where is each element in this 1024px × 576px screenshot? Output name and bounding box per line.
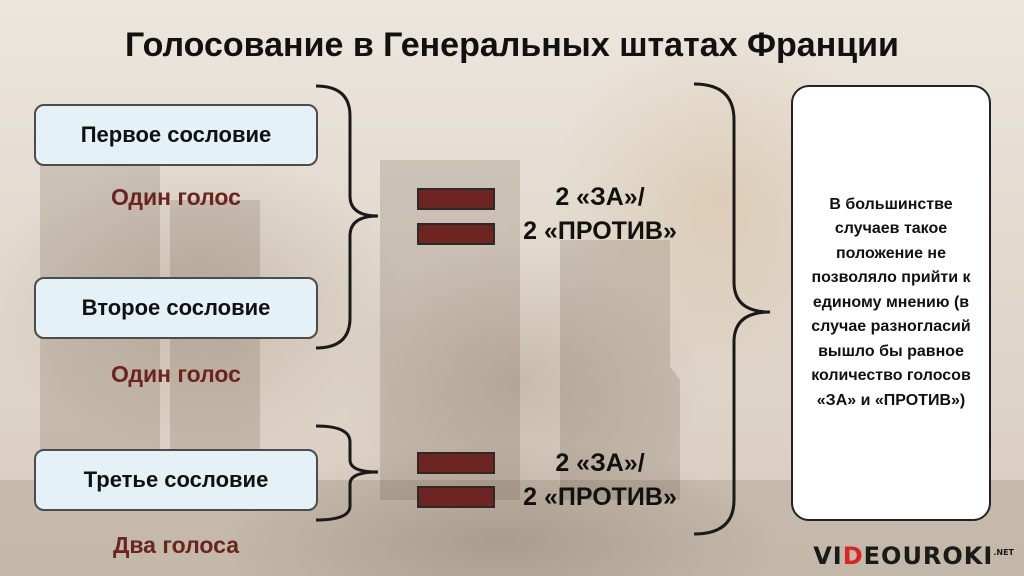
lower-result-for: 2 «ЗА»/: [555, 449, 645, 477]
second-estate-votes: Один голос: [111, 361, 241, 387]
first-estate-label: Первое сословие: [80, 122, 272, 147]
lower-bracket: [315, 424, 379, 522]
conclusion-note-box: В большинстве случаев такое положение не…: [791, 85, 991, 521]
large-bracket: [693, 82, 771, 536]
first-estate-votes: Один голос: [111, 184, 241, 210]
equals-bar-top-1: [417, 188, 495, 210]
upper-result: 2 «ЗА»/ 2 «ПРОТИВ»: [500, 180, 700, 248]
upper-result-against: 2 «ПРОТИВ»: [523, 217, 677, 245]
third-estate-votes: Два голоса: [112, 532, 240, 558]
first-estate-box: Первое сословие: [34, 104, 318, 166]
conclusion-note-text: В большинстве случаев такое положение не…: [811, 195, 971, 409]
second-estate-box: Второе сословие: [34, 277, 318, 339]
third-estate-box: Третье сословие: [34, 449, 318, 511]
lower-result-against: 2 «ПРОТИВ»: [523, 483, 677, 511]
lower-result: 2 «ЗА»/ 2 «ПРОТИВ»: [500, 446, 700, 514]
upper-result-for: 2 «ЗА»/: [555, 183, 645, 211]
third-estate-label: Третье сословие: [83, 467, 269, 492]
equals-bar-bottom-1: [417, 452, 495, 474]
upper-bracket: [315, 84, 379, 350]
equals-bar-bottom-2: [417, 486, 495, 508]
equals-bar-top-2: [417, 223, 495, 245]
page-title: Голосование в Генеральных штатах Франции: [125, 26, 899, 64]
second-estate-label: Второе сословие: [81, 295, 271, 320]
videouroki-logo: VIDEOUROKI.NET: [813, 542, 1014, 570]
